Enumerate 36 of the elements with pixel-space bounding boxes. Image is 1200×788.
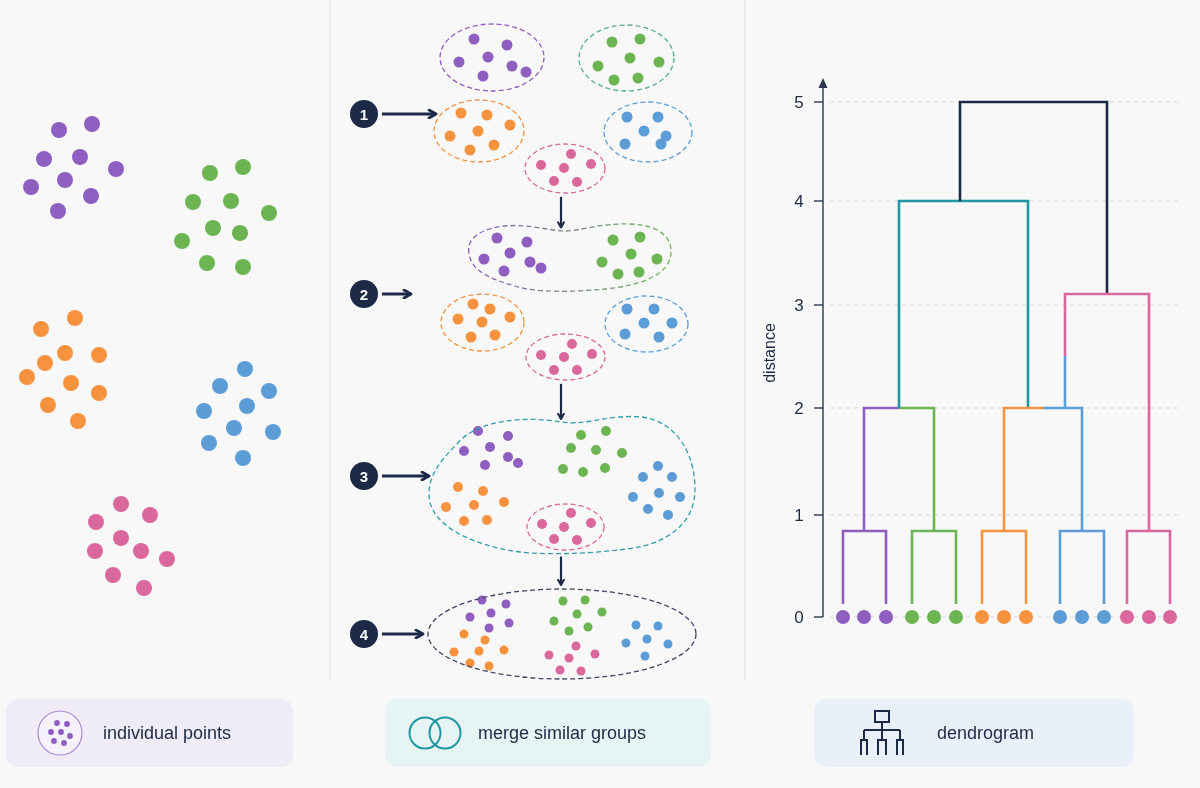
- step-number-badge: 3: [350, 462, 378, 490]
- arrow: [382, 628, 425, 640]
- caption-text: merge similar groups: [478, 721, 647, 745]
- cluster-outline: [526, 503, 605, 551]
- step-number-badge: 2: [350, 280, 378, 308]
- cluster-outline: [427, 588, 697, 680]
- caption-text: dendrogram: [937, 721, 1035, 745]
- axis-tick-label: 3: [794, 296, 804, 314]
- cluster-outline: [439, 23, 545, 92]
- arrow: [557, 556, 565, 587]
- cluster-outline: [603, 101, 693, 163]
- arrow: [557, 196, 565, 229]
- axis-tick-label: 4: [794, 192, 804, 210]
- axis-tick-label: 1: [794, 506, 804, 524]
- axis-tick-label: 2: [794, 399, 804, 417]
- arrow: [382, 470, 431, 482]
- cluster-outline: [525, 333, 606, 381]
- arrow: [382, 288, 413, 300]
- cluster-outline: [433, 99, 525, 163]
- cluster-outline: [524, 143, 606, 194]
- cluster-outline: [604, 295, 689, 353]
- axis-title: distance: [762, 323, 778, 383]
- step-number-badge: 1: [350, 100, 378, 128]
- arrow: [382, 108, 438, 120]
- cluster-outline: [578, 24, 675, 92]
- caption-text: individual points: [103, 721, 232, 745]
- axis-tick-label: 0: [794, 608, 804, 626]
- arrow: [557, 383, 565, 421]
- cluster-outline: [465, 223, 672, 292]
- caption-card: [6, 699, 293, 767]
- axis-tick-label: 5: [794, 93, 804, 111]
- caption-card: [814, 699, 1134, 767]
- caption-card: [385, 699, 711, 767]
- step-number-badge: 4: [350, 620, 378, 648]
- cluster-outline: [440, 293, 525, 352]
- cluster-outline: [427, 414, 697, 554]
